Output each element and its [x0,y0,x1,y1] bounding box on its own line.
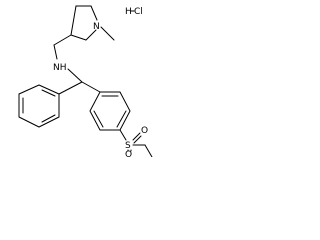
chemical-structure-diagram: H Cl N NH S O [0,0,156,157]
ring-bond [70,34,87,41]
phenyl-double-bond [41,89,56,97]
chlorine-atom-label: Cl [134,7,143,17]
phenyl-ring [18,84,60,128]
hydrogen-atom-label: H [125,7,132,17]
aryl-double-bond [116,110,127,128]
aminomethyl-linker: NH [53,34,83,83]
ring-bond [70,5,77,36]
phenyl-double-bond [41,114,56,123]
ring-bond [90,5,98,21]
nh-to-ch-bond [67,68,83,83]
ethylsulfonyl-group: S O O [125,126,153,157]
ch2-to-nh-bond [53,44,58,60]
amine-nh-label: NH [53,63,67,73]
s-o-double-bond [133,135,142,144]
sulfur-atom-label: S [125,141,131,151]
s-o-double-bond [132,132,141,141]
phenyl-ring-outline [18,84,60,128]
pyrrolidine-ring: N [70,5,115,41]
ethylsulfonylphenyl-ring [89,91,131,141]
aryl-to-sulfur-bond [119,129,127,141]
ch-to-phenyl-bond [58,81,83,95]
ring-nitrogen-label: N [93,22,100,32]
benzhydryl-carbon-bonds [58,81,101,95]
aryl-double-bond [93,110,104,128]
ring-bond [85,29,97,41]
n-methyl-bond [100,26,115,41]
ethyl-bond [144,144,153,157]
aryl-ring-outline [89,91,131,131]
ring-to-ch2-bond [53,34,72,46]
oxygen-atom-label-top: O [141,126,148,136]
oxygen-atom-label-bottom: O [125,150,132,157]
hydrochloride-label: H Cl [125,7,143,17]
ch-to-aryl-bond [81,81,101,93]
